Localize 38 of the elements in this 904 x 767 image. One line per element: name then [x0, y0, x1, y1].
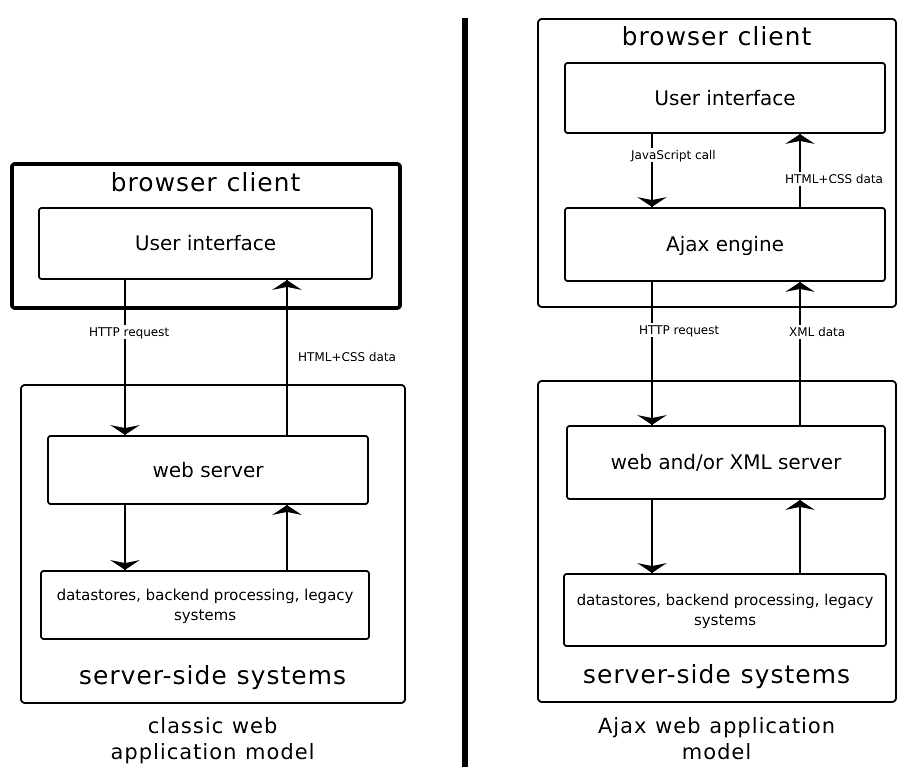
- arrow: [637, 500, 667, 573]
- box-text: web and/or XML server: [610, 449, 842, 476]
- arrow: [110, 505, 140, 570]
- group-title: browser client: [622, 21, 812, 51]
- process-box: [40, 570, 370, 640]
- group-title: server-side systems: [582, 660, 852, 691]
- process-box: [38, 207, 373, 280]
- box-text: datastores, backend processing, legacy systems: [576, 590, 874, 630]
- box-text: Ajax engine: [666, 231, 784, 258]
- arrow: [785, 282, 815, 425]
- arrow: [272, 505, 302, 570]
- process-box: [563, 573, 887, 647]
- group-box: [537, 380, 897, 703]
- arrow: [785, 500, 815, 573]
- arrow: [637, 282, 667, 425]
- arrow: [272, 280, 302, 435]
- process-box: [47, 435, 369, 505]
- group-title: browser client: [110, 167, 302, 197]
- box-text: User interface: [134, 230, 276, 257]
- box-text: datastores, backend processing, legacy systems: [56, 584, 354, 626]
- edge-label: HTML+CSS data: [784, 172, 884, 186]
- group-title: server-side systems: [78, 661, 348, 692]
- diagram-caption: Ajax web application model: [596, 713, 838, 766]
- group-box: [10, 162, 402, 310]
- process-box: [564, 207, 886, 282]
- edge-label: HTML+CSS data: [297, 350, 397, 364]
- arrow: [110, 280, 140, 435]
- group-box: [20, 384, 406, 704]
- edge-label: HTTP request: [88, 325, 170, 339]
- diagram-caption: classic web application model: [110, 713, 316, 766]
- process-box: [564, 62, 886, 134]
- box-text: User interface: [654, 84, 796, 112]
- group-box: [537, 18, 897, 308]
- edge-label: XML data: [788, 325, 846, 339]
- process-box: [566, 425, 886, 500]
- box-text: web server: [152, 456, 264, 484]
- edge-label: JavaScript call: [630, 148, 717, 162]
- edge-label: HTTP request: [638, 323, 720, 337]
